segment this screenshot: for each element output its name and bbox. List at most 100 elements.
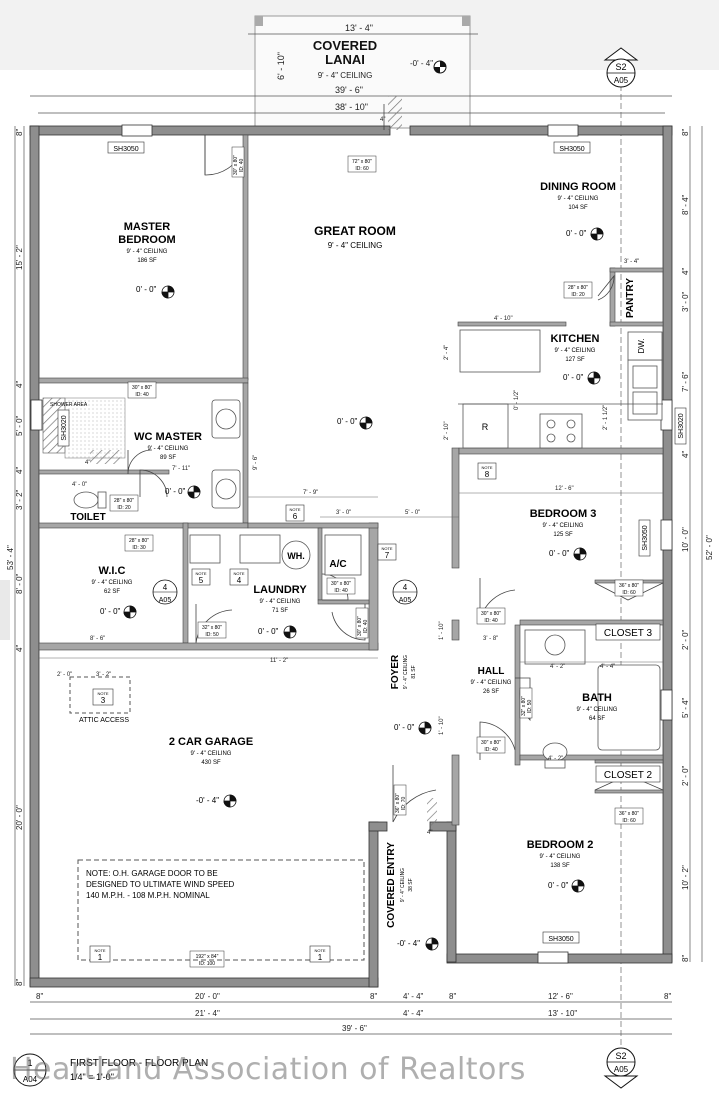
door-garage-size: 192" x 84" xyxy=(196,954,219,960)
dim-4-in-c: 4" xyxy=(427,830,432,836)
attic-access-outline xyxy=(69,676,131,714)
section-4a-num: 4 xyxy=(163,583,168,592)
dim-lanai-depth: 6' - 10" xyxy=(276,52,286,80)
bath-ceiling: 9' - 4" CEILING xyxy=(577,707,618,713)
section-circles: 4 A05 4 A05 xyxy=(152,579,418,605)
note-num-5: 5 xyxy=(199,576,204,585)
note-label-3: NOTE xyxy=(97,691,108,696)
section-bottom-id: S2 xyxy=(615,1051,626,1061)
kitchen-ceiling: 9' - 4" CEILING xyxy=(555,348,596,354)
dim-inner-top: 38' - 10" xyxy=(335,102,368,112)
interior-walls xyxy=(38,134,664,826)
door-bath-size: 32" x 80" xyxy=(521,696,527,716)
dim-1-10b: 1' - 10" xyxy=(439,716,445,735)
wic-elev: 0' - 0" xyxy=(100,607,121,616)
garage-elev: -0' - 4" xyxy=(196,796,219,805)
lanai-name-1: COVERED xyxy=(313,38,377,53)
dim-9-6: 9' - 6" xyxy=(253,455,259,470)
door-garage-id: ID: 100 xyxy=(199,961,215,967)
closet3-name: CLOSET 3 xyxy=(604,628,653,639)
dim-right-2a: 2' - 0" xyxy=(681,629,690,650)
section-4b-sheet: A05 xyxy=(399,597,412,604)
wh-name: WH. xyxy=(287,551,305,561)
dim-lanai-width: 13' - 4" xyxy=(345,23,373,33)
note-num-8: 8 xyxy=(485,470,490,479)
dim-right-5-4: 5' - 4" xyxy=(681,697,690,718)
dim-left-8bot: 8" xyxy=(15,979,24,986)
bed2-area: 138 SF xyxy=(550,863,570,869)
laundry-name: LAUNDRY xyxy=(253,584,307,596)
lanai-elev: -0' - 4" xyxy=(410,59,433,68)
note-num-1b: 1 xyxy=(318,953,323,962)
hall-area: 26 SF xyxy=(483,689,499,695)
master-area: 186 SF xyxy=(137,258,157,264)
dim-0-1-2: 0' - 1/2" xyxy=(514,390,520,410)
dim-left-53: 53' - 4" xyxy=(6,545,15,570)
wc-master-ceiling: 9' - 4" CEILING xyxy=(148,446,189,452)
lanai-ceiling: 9' - 4" CEILING xyxy=(318,71,373,80)
door-laundry-garage-size: 32" x 80" xyxy=(202,625,222,631)
dim-bot-right: 13' - 10" xyxy=(548,1009,577,1018)
bed2-ceiling: 9' - 4" CEILING xyxy=(540,854,581,860)
dim-bot-bed: 12' - 6" xyxy=(548,992,573,1001)
right-dimensions: 8" 8' - 4" 4" 3' - 0" 7' - 6" 4" 10' - 0… xyxy=(681,126,714,962)
foyer-elev: 0' - 0" xyxy=(394,723,415,732)
door-master-size: 30" x 80" xyxy=(233,155,239,175)
dim-right-10-2: 10' - 2" xyxy=(681,865,690,890)
top-dimensions: 39' - 6" 38' - 10" xyxy=(30,85,672,114)
dim-right-8-4: 8' - 4" xyxy=(681,194,690,215)
door-ac-size: 30" x 80" xyxy=(331,581,351,587)
section-marker-bottom: S2 A05 xyxy=(603,1047,639,1089)
note-label-6: NOTE xyxy=(289,507,300,512)
dim-3-0: 3' - 0" xyxy=(336,510,351,516)
dim-right-8b: 8" xyxy=(681,955,690,962)
dim-left-8: 8' - 0" xyxy=(15,573,24,594)
note-label-7: NOTE xyxy=(381,546,392,551)
dim-3-8: 3' - 8" xyxy=(483,636,498,642)
section-sheet: A05 xyxy=(614,76,629,85)
entry-elev: -0' - 4" xyxy=(397,939,420,948)
laundry-ceiling: 9' - 4" CEILING xyxy=(260,599,301,605)
door-front-size: 72" x 80" xyxy=(352,159,372,165)
window-tag-bed3: SH3050 xyxy=(642,525,649,550)
dim-3-4: 3' - 4" xyxy=(624,259,639,265)
title-scale: 1/4" = 1'-0" xyxy=(70,1072,114,1082)
door-bath-id: ID: 50 xyxy=(527,699,533,713)
dim-4-10: 4' - 10" xyxy=(494,316,513,322)
kitchen-area: 127 SF xyxy=(565,357,585,363)
front-door-hatch xyxy=(388,96,402,130)
garage-note-1: NOTE: O.H. GARAGE DOOR TO BE xyxy=(86,869,218,878)
shower-floor xyxy=(64,397,126,459)
great-room-name: GREAT ROOM xyxy=(314,224,396,238)
note-num-3: 3 xyxy=(101,696,106,705)
dim-bot-8d: 8" xyxy=(664,992,671,1001)
dw-name: DW. xyxy=(637,338,646,353)
foyer-ceiling: 9' - 4" CEILING xyxy=(403,655,409,689)
bed3-ceiling: 9' - 4" CEILING xyxy=(543,523,584,529)
great-room-elev: 0' - 0" xyxy=(337,417,358,426)
interior-dimensions: 7' - 9" 3' - 0" 5' - 0" 7' - 11" 11' - 2… xyxy=(39,117,663,836)
wc-master-area: 89 SF xyxy=(160,455,176,461)
dining-ceiling: 9' - 4" CEILING xyxy=(558,196,599,202)
door-bed2-closet-id: ID: 60 xyxy=(622,818,636,824)
dim-right-4b: 4" xyxy=(681,451,690,458)
dim-right-4a: 4" xyxy=(681,268,690,275)
bed3-area: 125 SF xyxy=(553,532,573,538)
note-num-4: 4 xyxy=(237,576,242,585)
fridge-label: R xyxy=(482,422,489,432)
dim-left-4b: 4" xyxy=(15,467,24,474)
section-4a-sheet: A05 xyxy=(159,597,172,604)
title-sheet: A04 xyxy=(23,1075,38,1084)
note-label-4: NOTE xyxy=(233,571,244,576)
door-bed2-closet-size: 36" x 80" xyxy=(619,811,639,817)
door-entry-id: ID: 70 xyxy=(401,796,407,810)
garage-note-2: DESIGNED TO ULTIMATE WIND SPEED xyxy=(86,880,235,889)
ac-name: A/C xyxy=(329,559,346,570)
door-tags: 30" x 80" ID: 40 72" x 80" ID: 60 30" x … xyxy=(109,146,644,968)
dim-4-2: 4' - 2" xyxy=(550,664,565,670)
dim-4-0: 4' - 0" xyxy=(72,482,87,488)
dim-bot-8a: 8" xyxy=(36,992,43,1001)
laundry-elev: 0' - 0" xyxy=(258,627,279,636)
door-wic-size: 28" x 80" xyxy=(129,538,149,544)
